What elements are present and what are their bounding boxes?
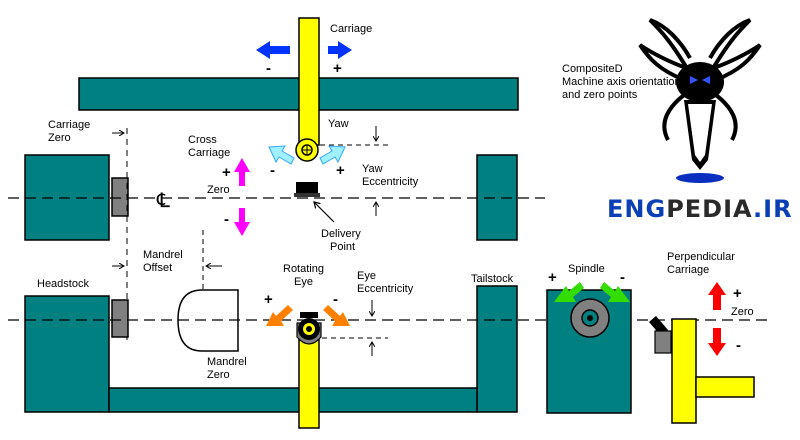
mandrel-shape <box>177 289 239 352</box>
yaw-eccentricity-line-1: Yaw <box>362 163 383 175</box>
mandrel-zero-line-2: Zero <box>207 369 230 381</box>
title-line-2: Machine axis orientations <box>562 76 687 88</box>
yaw-eccentricity-line-2: Eccentricity <box>362 176 419 188</box>
perp-carriage-bar <box>671 318 697 424</box>
cross-minus: - <box>224 211 229 228</box>
arrow-down-icon <box>234 208 250 236</box>
spindle-arrow-right <box>600 282 630 302</box>
perp-delivery-head <box>649 316 672 354</box>
perp-carriage-line-1: Perpendicular <box>667 251 735 263</box>
lower-carriage-bar <box>298 329 320 429</box>
headstock-label: Headstock <box>37 278 89 290</box>
yaw-minus: - <box>270 162 275 179</box>
spindle-plus: + <box>548 269 557 286</box>
rotating-eye-line-1: Rotating <box>283 263 324 275</box>
cross-zero-label: Zero <box>207 184 230 196</box>
arrow-right-icon <box>328 41 352 59</box>
spider-logo-icon <box>638 18 762 183</box>
delivery-point-line-2: Point <box>330 241 355 253</box>
carriage-plus: + <box>333 60 342 77</box>
carriage-zero-line-1: Carriage <box>48 119 90 131</box>
arrow-up-icon <box>234 158 250 186</box>
rotating-eye-icon <box>296 312 322 345</box>
upper-chuck <box>111 177 129 217</box>
mandrel-offset-line-1: Mandrel <box>143 249 183 261</box>
carriage-bar <box>298 17 320 146</box>
tailstock-label: Tailstock <box>471 273 514 285</box>
yaw-label: Yaw <box>328 118 349 130</box>
delivery-point-line-1: Delivery <box>321 228 361 240</box>
eye-eccentricity-line-2: Eccentricity <box>357 283 414 295</box>
mandrel-zero-line-1: Mandrel <box>207 356 247 368</box>
perp-arrow-down-icon <box>708 328 726 356</box>
title-line-3: and zero points <box>562 89 638 101</box>
yaw-arrow-right <box>319 145 346 165</box>
delivery-block <box>296 182 318 196</box>
eye-arrow-left <box>266 305 293 326</box>
lower-tailstock <box>476 285 518 413</box>
perp-arrow-up-icon <box>708 282 726 310</box>
perp-carriage-line-2: Carriage <box>667 264 709 276</box>
lower-headstock <box>24 295 110 413</box>
perp-zero-label: Zero <box>731 306 754 318</box>
spindle-arrow-left <box>554 282 584 302</box>
cross-carriage-line-2: Carriage <box>188 147 230 159</box>
lower-chuck <box>111 299 129 338</box>
yaw-arrow-left <box>268 145 295 165</box>
centerline-symbol: ℄ <box>156 188 170 212</box>
eye-arrow-right <box>323 305 350 326</box>
rotating-eye-line-2: Eye <box>294 276 313 288</box>
carriage-minus: - <box>266 60 271 77</box>
bottom-rail <box>108 387 478 413</box>
arrow-left-icon <box>256 41 290 59</box>
eye-eccentricity-line-1: Eye <box>357 270 376 282</box>
cross-plus: + <box>222 164 231 181</box>
perp-carriage-arm <box>695 376 755 398</box>
spindle-label: Spindle <box>568 263 605 275</box>
perp-minus: - <box>736 337 741 354</box>
title-line-1: CompositeD <box>562 63 623 75</box>
yaw-plus: + <box>336 162 345 179</box>
eye-plus: + <box>264 291 273 308</box>
carriage-label: Carriage <box>330 23 372 35</box>
cross-carriage-line-1: Cross <box>188 134 217 146</box>
mandrel-offset-line-2: Offset <box>143 262 172 274</box>
perp-plus: + <box>733 285 742 302</box>
spindle-minus: - <box>620 269 625 286</box>
eye-minus: - <box>333 291 338 308</box>
carriage-zero-line-2: Zero <box>48 132 71 144</box>
spindle-icon <box>570 298 610 338</box>
brand-logo: ENGPEDIA.IR <box>607 195 793 223</box>
